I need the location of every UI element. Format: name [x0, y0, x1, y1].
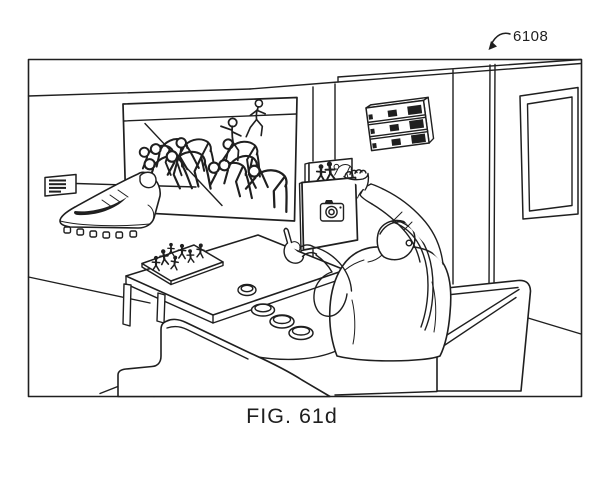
wall-shelf-unit	[365, 96, 435, 152]
miniature-football-board	[141, 241, 224, 286]
person-torso	[328, 246, 452, 362]
reference-arrowhead	[488, 41, 497, 50]
room-walls	[27, 58, 582, 335]
camera-icon	[319, 200, 345, 222]
person-right-arm	[357, 183, 444, 265]
reference-callout: 6108	[488, 28, 548, 50]
figure-caption: FIG. 61d	[246, 404, 338, 428]
person-right-hand	[343, 169, 370, 191]
reference-arrow	[490, 32, 511, 45]
pointing-finger	[283, 227, 293, 244]
handheld-tablet	[298, 157, 359, 252]
floor-line-right	[527, 317, 582, 335]
window	[519, 86, 579, 220]
person-left-arm	[283, 227, 353, 317]
tv-screen	[122, 96, 298, 222]
reference-numeral-6108: 6108	[513, 28, 548, 45]
snack-bowls	[250, 303, 314, 341]
ad-label-card	[44, 173, 77, 197]
headphone-earcup	[405, 239, 413, 247]
football-cleat	[59, 171, 161, 239]
shoe-swoosh	[74, 197, 127, 216]
sofa-chaise	[99, 318, 331, 398]
seated-person	[283, 169, 452, 362]
